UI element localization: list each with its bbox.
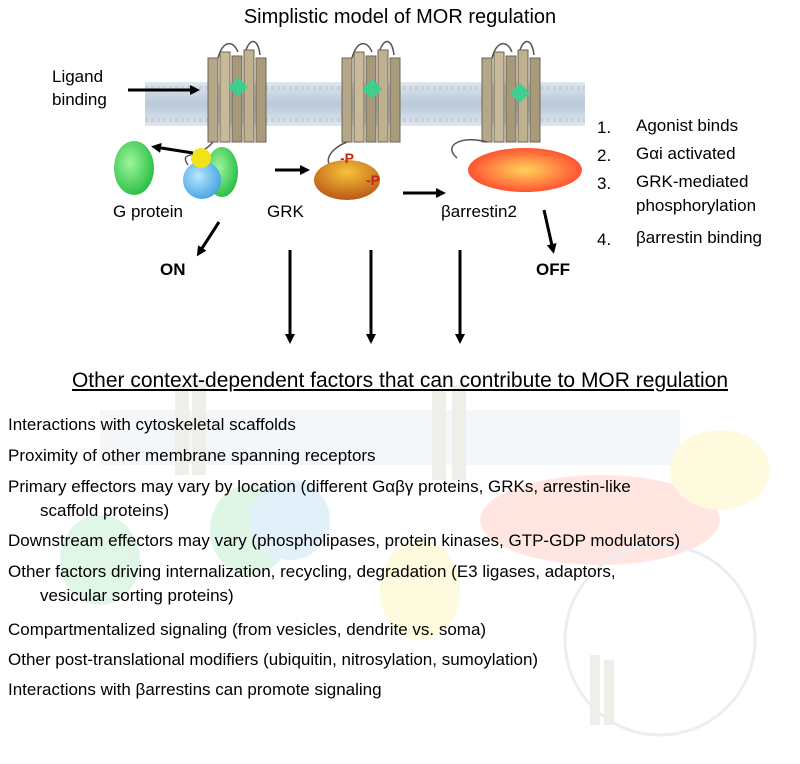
off-arrow <box>542 209 557 254</box>
g-beta <box>183 161 221 199</box>
ligand-diamond-2 <box>362 79 382 99</box>
factor-text: Primary effectors may vary by location (… <box>8 477 631 496</box>
step-number: 4. <box>597 230 612 249</box>
factor-text: Interactions with βarrestins can promote… <box>8 680 382 699</box>
factor-text: Compartmentalized signaling (from vesicl… <box>8 620 487 639</box>
factor-text-continued: scaffold proteins) <box>40 501 170 520</box>
list-item: Interactions with cytoskeletal scaffolds <box>8 413 798 437</box>
ligand-label-line2: binding <box>52 90 107 109</box>
receptor-1 <box>184 40 267 166</box>
grk-blob <box>314 160 380 200</box>
list-item: Proximity of other membrane spanning rec… <box>8 444 798 468</box>
step-text: GRK-mediated <box>636 172 749 191</box>
factor-text: Other post-translational modifiers (ubiq… <box>8 650 539 669</box>
barrestin-label: βarrestin2 <box>441 202 517 221</box>
page-title: Simplistic model of MOR regulation <box>243 6 557 28</box>
on-arrow <box>196 221 221 257</box>
factor-text: Proximity of other membrane spanning rec… <box>8 446 376 465</box>
off-label: OFF <box>536 260 570 279</box>
step-text: Agonist binds <box>636 116 739 135</box>
step-text: Gαi activated <box>636 144 736 163</box>
g-alpha-free <box>114 141 154 195</box>
step-number: 1. <box>597 118 612 137</box>
step-number: 2. <box>597 146 612 165</box>
g-protein-complex <box>114 141 238 199</box>
section-subtitle: Other context-dependent factors that can… <box>71 369 729 392</box>
g-protein-label: G protein <box>113 202 183 221</box>
step-number: 3. <box>597 174 612 193</box>
g-alpha-release-arrow <box>151 142 194 155</box>
list-item: Compartmentalized signaling (from vesicl… <box>8 618 798 642</box>
factor-text: Interactions with cytoskeletal scaffolds <box>8 415 296 434</box>
list-item: Other factors driving internalization, r… <box>8 560 798 608</box>
receptor-2 <box>327 40 401 171</box>
ligand-diamond-1 <box>228 77 248 97</box>
phospho-label-2: -P <box>366 172 380 188</box>
factor-text: Other factors driving internalization, r… <box>8 562 616 581</box>
on-label: ON <box>160 260 186 279</box>
ligand-label-line1: Ligand <box>52 67 104 86</box>
g-gamma <box>191 148 211 168</box>
list-item: Interactions with βarrestins can promote… <box>8 678 798 702</box>
factor-text-continued: vesicular sorting proteins) <box>40 586 234 605</box>
list-item: Primary effectors may vary by location (… <box>8 475 798 523</box>
list-item: Downstream effectors may vary (phospholi… <box>8 529 798 553</box>
step-text: βarrestin binding <box>636 228 763 247</box>
barrestin-blob <box>468 148 582 192</box>
faded-background-illustration <box>60 380 770 737</box>
phospho-label-1: -P <box>340 150 354 166</box>
grk-label: GRK <box>267 202 304 221</box>
arrows <box>128 85 557 344</box>
list-item: Other post-translational modifiers (ubiq… <box>8 648 798 672</box>
step-text: phosphorylation <box>636 196 757 215</box>
factor-text: Downstream effectors may vary (phospholi… <box>8 531 681 550</box>
